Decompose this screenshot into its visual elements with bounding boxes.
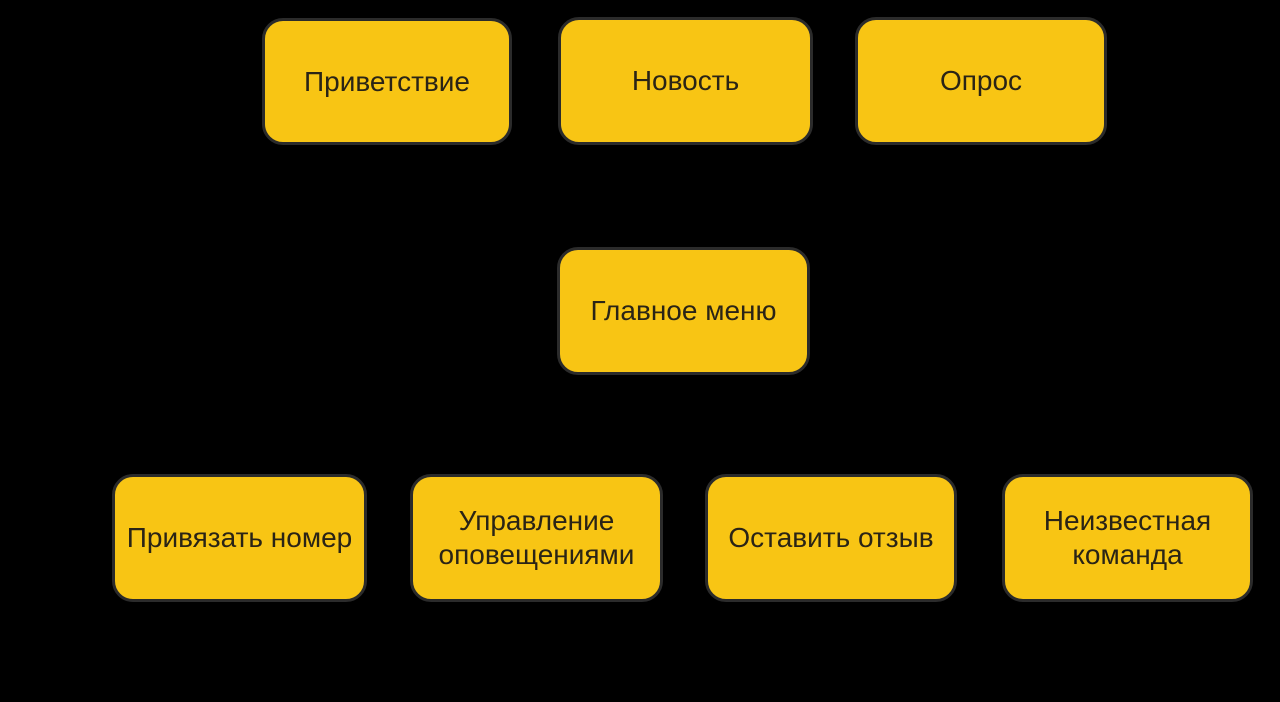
node-link-number[interactable]: Привязать номер	[112, 474, 367, 602]
node-main-menu[interactable]: Главное меню	[557, 247, 810, 375]
connector-line	[1127, 440, 1130, 474]
node-greeting[interactable]: Приветствие	[262, 18, 512, 145]
node-leave-feedback-label: Оставить отзыв	[728, 522, 934, 553]
node-unknown-command[interactable]: Неизвестная команда	[1002, 474, 1253, 602]
node-news[interactable]: Новость	[558, 17, 813, 145]
connector-line	[1127, 602, 1130, 612]
connector-line	[830, 440, 833, 474]
connector-line	[238, 440, 241, 474]
node-unknown-command-label: Неизвестная команда	[1043, 505, 1212, 570]
node-manage-notifications[interactable]: Управление оповещениями	[410, 474, 663, 602]
connector-line	[830, 602, 833, 612]
node-main-menu-label: Главное меню	[590, 295, 777, 326]
node-survey-label: Опрос	[939, 65, 1023, 96]
node-leave-feedback[interactable]: Оставить отзыв	[705, 474, 957, 602]
node-manage-notifications-label: Управление оповещениями	[438, 505, 635, 570]
node-greeting-label: Приветствие	[304, 65, 470, 97]
connector-line	[684, 375, 687, 474]
connector-line	[536, 440, 539, 474]
connector-line	[386, 145, 389, 240]
connector-line	[428, 602, 431, 612]
connector-line	[980, 145, 983, 240]
connector-line	[238, 602, 241, 612]
connector-line	[546, 307, 557, 310]
node-link-number-label: Привязать номер	[126, 522, 353, 553]
connector-line	[684, 145, 687, 247]
node-survey[interactable]: Опрос	[855, 17, 1107, 145]
node-news-label: Новость	[631, 65, 740, 96]
